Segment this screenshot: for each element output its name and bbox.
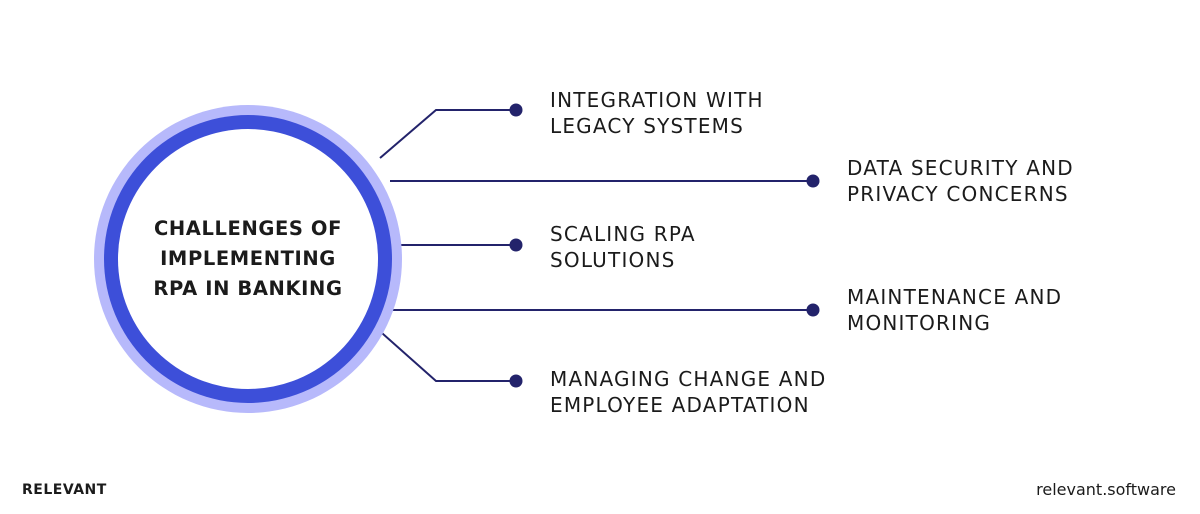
challenge-label-change-management: MANAGING CHANGE AND EMPLOYEE ADAPTATION — [550, 367, 827, 417]
hub-title: CHALLENGES OF IMPLEMENTING RPA IN BANKIN… — [153, 217, 343, 300]
site-url: relevant.software — [1036, 480, 1176, 499]
challenge-label-maintenance: MAINTENANCE AND MONITORING — [847, 285, 1063, 335]
connector-line-5 — [373, 325, 516, 382]
connector-line-1 — [379, 109, 516, 159]
challenge-label-integration: INTEGRATION WITH LEGACY SYSTEMS — [550, 88, 764, 138]
hub-circle: CHALLENGES OF IMPLEMENTING RPA IN BANKIN… — [118, 129, 378, 389]
connector-dot-3 — [509, 238, 523, 252]
connector-dot-4 — [806, 303, 820, 317]
connector-dot-5 — [509, 374, 523, 388]
challenge-label-scaling: SCALING RPA SOLUTIONS — [550, 222, 696, 272]
connector-dot-1 — [509, 103, 523, 117]
brand-logo-text: RELEVANT — [22, 482, 107, 498]
challenge-label-data-security: DATA SECURITY AND PRIVACY CONCERNS — [847, 156, 1074, 206]
connector-dot-2 — [806, 174, 820, 188]
